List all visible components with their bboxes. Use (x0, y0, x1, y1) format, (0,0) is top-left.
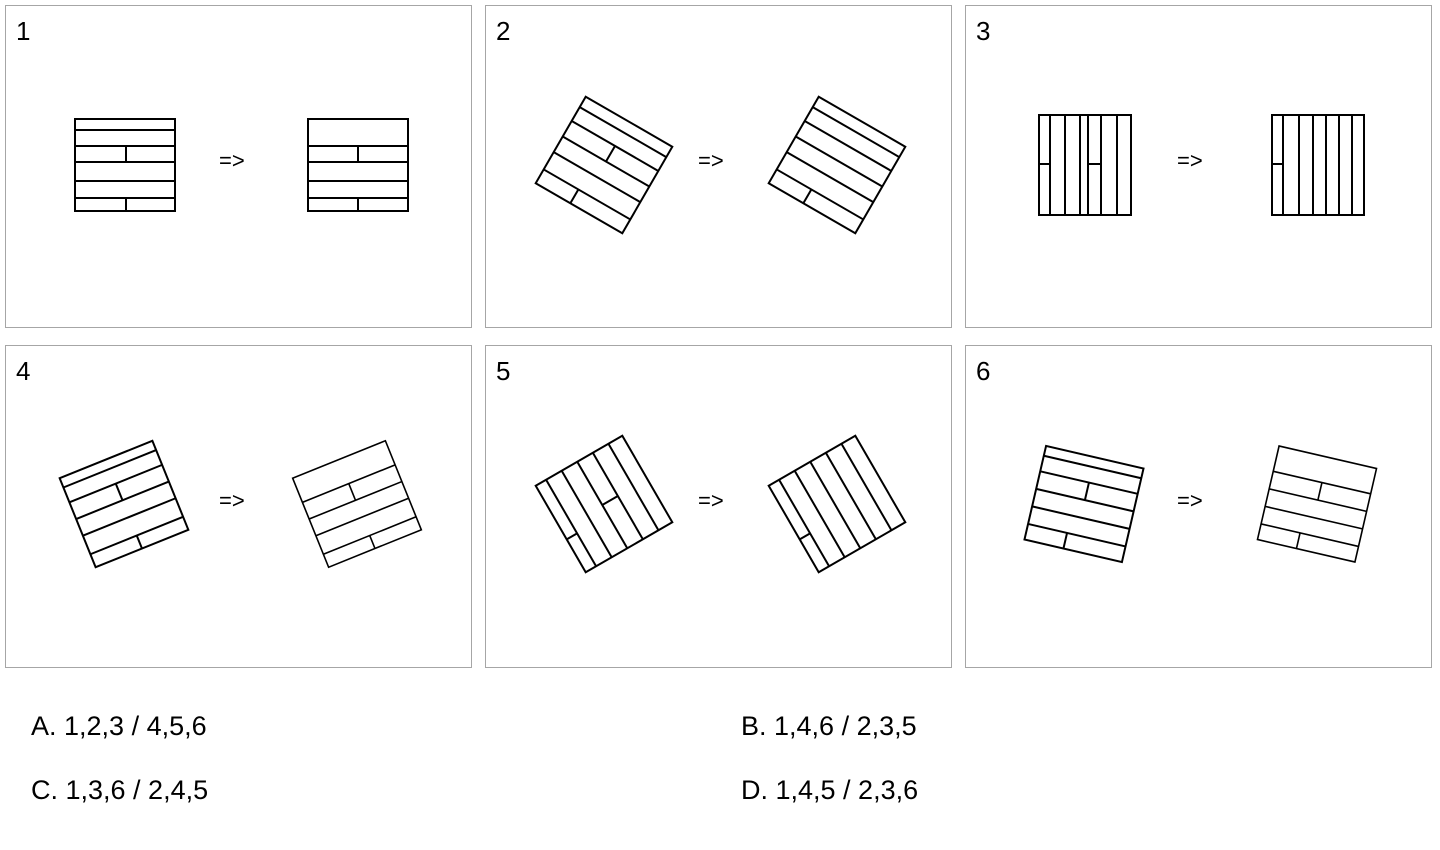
before-figure (74, 118, 176, 212)
panel-3: 3 => (965, 5, 1432, 328)
after-figure (1271, 114, 1365, 216)
before-figure (534, 95, 674, 235)
transform-arrow: => (219, 148, 245, 173)
after-figure (291, 439, 423, 569)
panel-number: 5 (496, 356, 511, 386)
option-a[interactable]: A. 1,2,3 / 4,5,6 (31, 711, 207, 741)
panel-6: 6 => (965, 345, 1432, 668)
option-c[interactable]: C. 1,3,6 / 2,4,5 (31, 775, 209, 805)
after-figure (767, 434, 907, 574)
before-figure (58, 439, 190, 569)
after-figure (1256, 445, 1378, 563)
panel-2: 2 => (485, 5, 952, 328)
panel-2-figure: => (534, 95, 907, 235)
after-figure (767, 95, 907, 235)
after-figure (307, 118, 409, 212)
panel-1: 1 => (5, 5, 472, 328)
panel-number: 2 (496, 16, 511, 46)
panel-number: 3 (976, 16, 991, 46)
panel-1-figure: => (74, 118, 409, 212)
option-d[interactable]: D. 1,4,5 / 2,3,6 (741, 775, 919, 805)
transform-arrow: => (219, 488, 245, 513)
before-figure (1023, 444, 1145, 564)
before-figure (534, 434, 674, 574)
option-b[interactable]: B. 1,4,6 / 2,3,5 (741, 711, 917, 741)
panel-5-figure: => (534, 434, 907, 574)
transform-arrow: => (1177, 488, 1203, 513)
panel-number: 1 (16, 16, 31, 46)
panel-4-figure: => (58, 439, 423, 569)
panel-4: 4 => (5, 345, 472, 668)
panel-3-figure: => (1038, 114, 1365, 216)
transform-arrow: => (698, 488, 724, 513)
panel-number: 6 (976, 356, 991, 386)
panel-5: 5 => (485, 345, 952, 668)
panel-6-figure: => (1023, 444, 1378, 564)
before-figure (1038, 114, 1132, 216)
transform-arrow: => (1177, 148, 1203, 173)
panel-number: 4 (16, 356, 31, 386)
transform-arrow: => (698, 148, 724, 173)
